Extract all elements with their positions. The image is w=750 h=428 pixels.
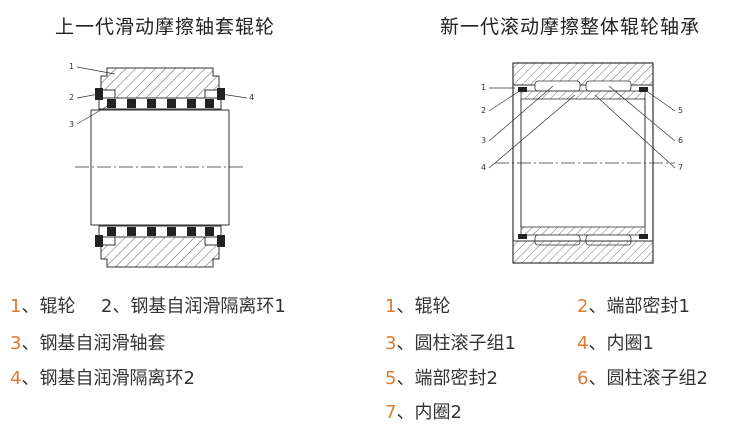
right-callout-2: 2 (481, 106, 486, 115)
legend-label: 钢基自润滑隔离环2 (39, 368, 195, 389)
legend-label: 端部密封1 (606, 296, 690, 317)
legend-label: 内圈1 (606, 333, 654, 354)
legend-number: 1 (385, 296, 397, 317)
legend-separator: 、 (396, 402, 415, 423)
legend-separator: 、 (21, 296, 40, 317)
legend-number: 4 (10, 368, 22, 389)
legend-separator: 、 (112, 296, 131, 317)
right-callout-4: 4 (481, 163, 486, 172)
legend-number: 2 (577, 296, 589, 317)
left-legend-row-1: 1、辊轮 2、钢基自润滑隔离环1 (10, 292, 286, 318)
right-callout-3: 3 (481, 136, 486, 145)
right-legend-item-6: 6、圆柱滚子组2 (577, 364, 708, 390)
legend-separator: 、 (396, 333, 415, 354)
legend-number: 7 (385, 402, 397, 423)
legend-number: 6 (577, 368, 589, 389)
legend-separator: 、 (21, 368, 40, 389)
left-callout-2: 2 (69, 93, 74, 102)
legend-number: 4 (577, 333, 589, 354)
left-callout-1: 1 (69, 62, 74, 71)
legend-number: 3 (10, 333, 22, 354)
legend-number: 2 (100, 296, 113, 317)
legend-separator: 、 (396, 296, 415, 317)
rolling-bearing-roller-drawing: 1 2 3 4 5 6 7 (481, 62, 683, 264)
legend-label: 圆柱滚子组2 (606, 368, 708, 389)
left-diagram-title: 上一代滑动摩擦轴套辊轮 (55, 16, 276, 38)
legend-label: 辊轮 (39, 296, 76, 317)
legend-label: 内圈2 (414, 402, 462, 423)
right-legend-item-3: 3、圆柱滚子组1 (385, 329, 516, 355)
left-callout-3: 3 (69, 120, 74, 129)
legend-number: 3 (385, 333, 397, 354)
right-legend-item-1: 1、辊轮 (385, 292, 450, 318)
right-callout-7: 7 (678, 163, 683, 172)
left-legend-row-2: 3、钢基自润滑轴套 (10, 329, 165, 355)
legend-label: 钢基自润滑轴套 (39, 333, 166, 354)
right-diagram-title: 新一代滚动摩擦整体辊轮轴承 (440, 16, 701, 38)
right-legend-item-7: 7、内圈2 (385, 398, 462, 424)
right-callout-5: 5 (678, 106, 683, 115)
legend-separator: 、 (21, 333, 40, 354)
right-legend-item-5: 5、端部密封2 (385, 364, 498, 390)
legend-number: 5 (385, 368, 397, 389)
right-callout-1: 1 (481, 83, 486, 92)
sliding-bushing-roller-drawing: 1 2 3 4 (69, 62, 254, 268)
legend-number: 1 (10, 296, 22, 317)
legend-label: 端部密封2 (414, 368, 498, 389)
left-legend-row-3: 4、钢基自润滑隔离环2 (10, 364, 195, 390)
right-legend-item-2: 2、端部密封1 (577, 292, 690, 318)
legend-label: 圆柱滚子组1 (414, 333, 516, 354)
left-callout-4: 4 (249, 93, 254, 102)
legend-label: 辊轮 (414, 296, 451, 317)
legend-separator: 、 (588, 296, 607, 317)
legend-separator: 、 (588, 333, 607, 354)
legend-label: 钢基自润滑隔离环1 (130, 296, 286, 317)
right-legend-item-4: 4、内圈1 (577, 329, 654, 355)
right-callout-6: 6 (678, 136, 683, 145)
legend-separator: 、 (588, 368, 607, 389)
legend-separator: 、 (396, 368, 415, 389)
